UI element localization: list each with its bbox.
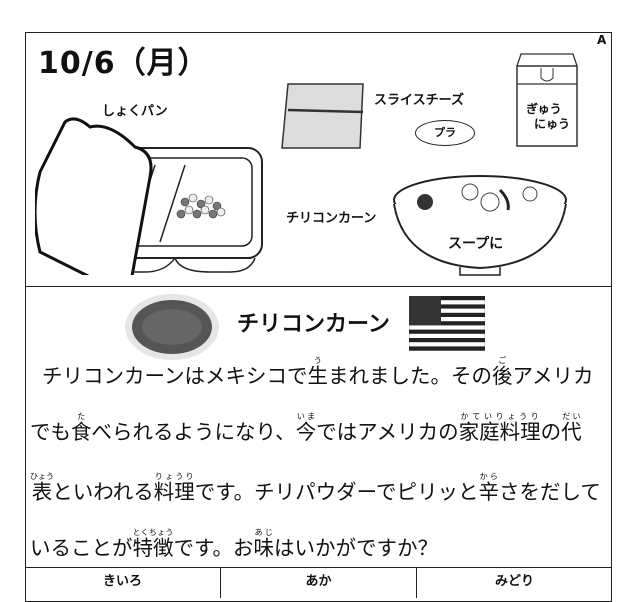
cheese-illustration: [281, 83, 364, 149]
furigana-word: 生う: [307, 356, 328, 388]
side-dish-label: チリコンカーン: [286, 211, 377, 226]
furigana-word: 辛から: [478, 472, 499, 504]
text-segment: です。お: [173, 536, 254, 560]
food-group-table: きいろ あか みどり: [25, 567, 612, 598]
section-divider: [25, 286, 612, 287]
text-segment: はいかがですか？: [273, 536, 438, 560]
description-line: チリコンカーンはメキシコで生うまれました。その後ごアメリカ: [42, 356, 593, 387]
text-segment: アメリカ: [512, 364, 594, 388]
tray-bread-illustration: [35, 117, 263, 275]
text-segment: といわれる: [52, 480, 154, 504]
furigana-word: 今いま: [295, 412, 317, 444]
milk-label-2: にゅう: [534, 117, 571, 131]
text-segment: さをだして: [498, 480, 601, 504]
milk-carton-illustration: [516, 53, 578, 147]
description-line: いることが特徴とくちょうです。お味あじはいかがですか？: [30, 528, 438, 559]
soup-label: スープに: [448, 236, 504, 252]
description-line: でも食たべられるようになり、今いまではアメリカの家庭料理かていりょうりの代だい: [30, 412, 582, 443]
furigana-word: 家庭料理かていりょうり: [458, 412, 541, 444]
soup-bowl-illustration: [393, 175, 567, 276]
usa-flag-icon: [409, 296, 485, 351]
milk-label-1: ぎゅう: [526, 102, 562, 116]
text-segment: まれました。その: [327, 364, 492, 388]
menu-date: 10/6（月）: [38, 46, 209, 81]
text-segment: べられるようになり、: [91, 420, 296, 444]
furigana-word: 味あじ: [253, 528, 274, 560]
cheese-label: スライスチーズ: [374, 93, 464, 108]
furigana-word: 代だい: [561, 412, 582, 444]
text-segment: です。チリパウダーでピリッと: [194, 480, 479, 504]
pla-mark: プラ: [415, 120, 475, 146]
description-line: 表ひょうといわれる料理りょうりです。チリパウダーでピリッと辛からさをだして: [30, 472, 601, 503]
column-red: あか: [221, 568, 417, 598]
furigana-word: 特徴とくちょう: [132, 528, 174, 560]
furigana-word: 表ひょう: [30, 472, 54, 504]
text-segment: いることが: [30, 536, 133, 560]
furigana-word: 後ご: [491, 356, 513, 388]
column-green: みどり: [494, 574, 534, 589]
text-segment: の: [540, 420, 562, 444]
chili-con-carne-plate-illustration: [125, 294, 219, 360]
furigana-word: 食た: [71, 412, 92, 444]
feature-title: チリコンカーン: [237, 312, 390, 337]
text-segment: ではアメリカの: [316, 420, 459, 444]
bread-label: しょくパン: [102, 104, 168, 119]
text-segment: でも: [30, 420, 71, 444]
furigana-word: 料理りょうり: [153, 472, 195, 504]
column-yellow: きいろ: [25, 568, 221, 598]
text-segment: チリコンカーンはメキシコで: [42, 364, 308, 388]
corner-mark: A: [597, 33, 607, 47]
